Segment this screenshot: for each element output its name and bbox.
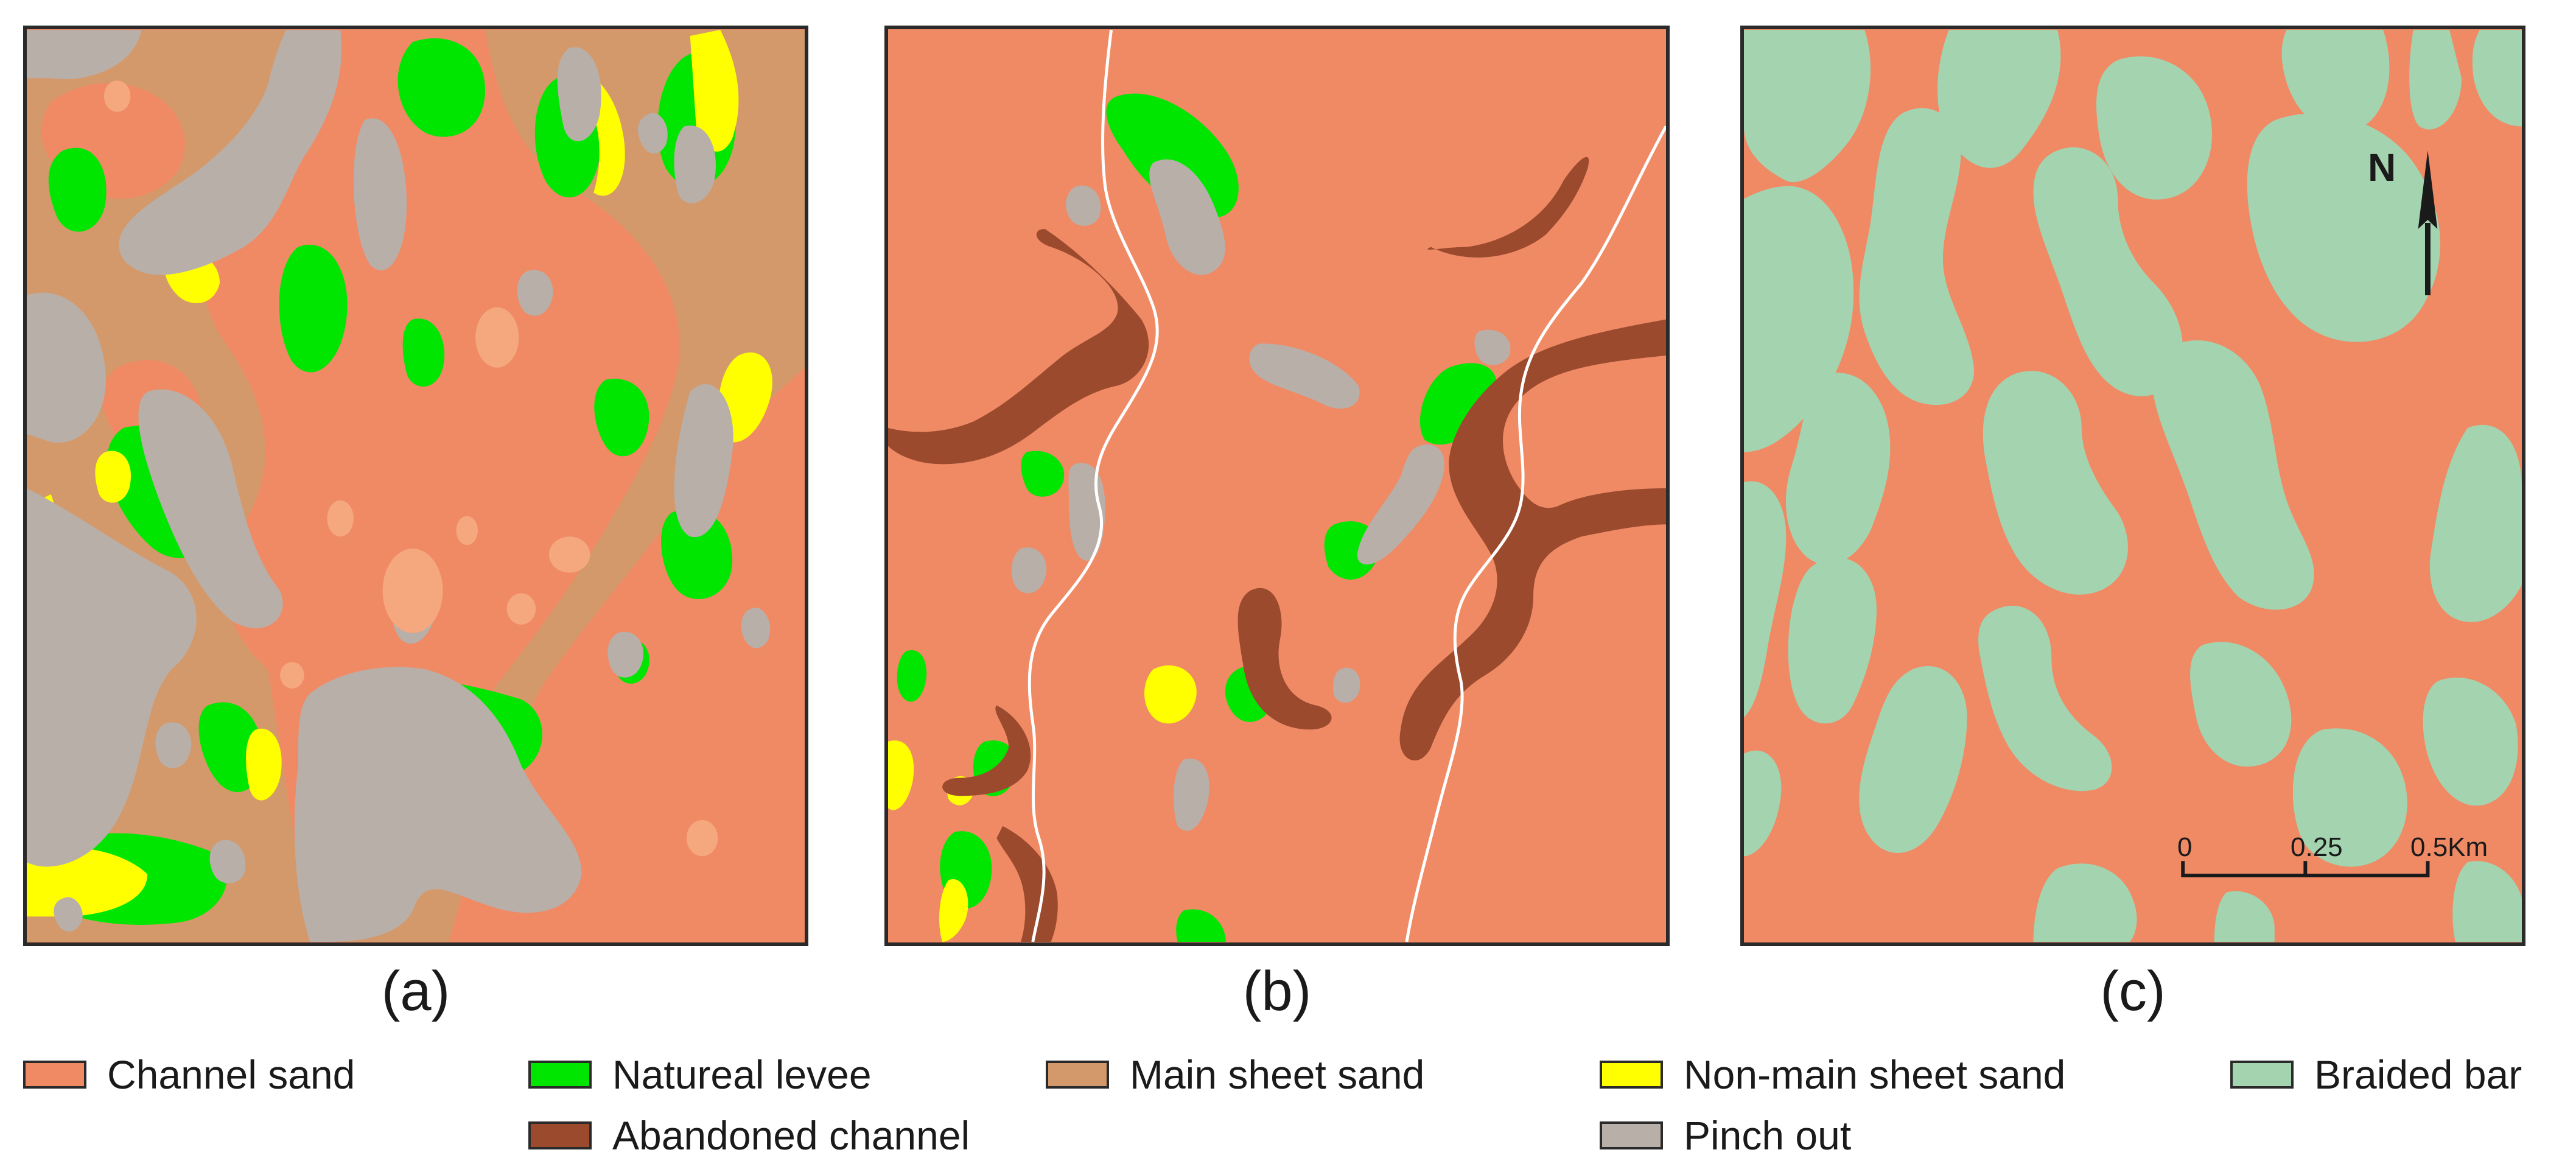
map-panel-b <box>884 26 1670 946</box>
legend-label-channel-sand: Channel sand <box>107 1052 355 1097</box>
legend-item-non-main-sheet-sand: Non-main sheet sand <box>1600 1052 2066 1097</box>
legend-item-pinch-out: Pinch out <box>1600 1113 1852 1158</box>
legend-swatch-main-sheet-sand <box>1046 1061 1109 1089</box>
panel-label-a: (a) <box>381 960 450 1022</box>
legend-swatch-channel-sand <box>23 1061 86 1089</box>
legend-label-natural-levee: Natureal levee <box>612 1052 872 1097</box>
legend-item-braided-bar: Braided bar <box>2230 1052 2522 1097</box>
scale-bar-icon <box>2181 861 2430 877</box>
map-panel-a <box>23 26 808 946</box>
legend-label-abandoned-channel: Abandoned channel <box>612 1113 970 1158</box>
legend-item-natural-levee: Natureal levee <box>528 1052 872 1097</box>
legend-swatch-abandoned-channel <box>528 1121 592 1149</box>
panel-label-b: (b) <box>1242 960 1312 1022</box>
facies-map-a <box>27 30 805 942</box>
legend-label-non-main-sheet-sand: Non-main sheet sand <box>1684 1052 2066 1097</box>
braided-bar-areas <box>1744 30 2522 942</box>
north-label: N <box>2368 146 2396 189</box>
channel-boundary-lines <box>1027 29 1666 942</box>
pinch-out-areas <box>27 30 771 942</box>
abandoned-channel-areas <box>888 156 1666 942</box>
scale-tick-2: 0.5Km <box>2410 832 2488 862</box>
legend-swatch-non-main-sheet-sand <box>1600 1061 1663 1089</box>
facies-map-c <box>1744 30 2522 942</box>
map-panel-c: N 0 0.25 0.5Km <box>1740 26 2525 946</box>
scale-tick-0: 0 <box>2177 832 2193 862</box>
legend-swatch-natural-levee <box>528 1061 592 1089</box>
legend-label-braided-bar: Braided bar <box>2314 1052 2522 1097</box>
legend-item-channel-sand: Channel sand <box>23 1052 355 1097</box>
north-arrow-icon <box>2418 150 2438 295</box>
non-main-sheet-sand-areas <box>888 665 1197 942</box>
legend-swatch-pinch-out <box>1600 1121 1663 1149</box>
legend-item-abandoned-channel: Abandoned channel <box>528 1113 970 1158</box>
legend-swatch-braided-bar <box>2230 1061 2294 1089</box>
scattered-sand-patches <box>103 80 718 857</box>
legend-label-main-sheet-sand: Main sheet sand <box>1130 1052 1425 1097</box>
scale-tick-1: 0.25 <box>2291 832 2343 862</box>
legend-label-pinch-out: Pinch out <box>1684 1113 1852 1158</box>
legend-item-main-sheet-sand: Main sheet sand <box>1046 1052 1425 1097</box>
panel-label-c: (c) <box>2100 960 2166 1022</box>
facies-map-b <box>888 29 1666 942</box>
